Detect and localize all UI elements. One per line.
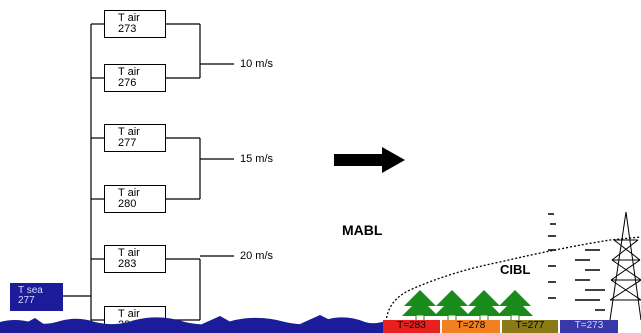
t-air-label: T air [118, 66, 140, 78]
t-air-label: T air [118, 126, 140, 138]
t-air-label: T air [118, 247, 140, 259]
t-air-value: 280 [118, 198, 137, 210]
wind-speed-label: 10 m/s [240, 58, 274, 70]
tree-icon [402, 290, 438, 322]
mabl-label: MABL [342, 222, 383, 238]
t-air-label: T air [118, 187, 140, 199]
cibl-boundary [385, 236, 641, 323]
wind-speed-label: 15 m/s [240, 153, 274, 165]
t-air-value: 277 [118, 137, 137, 149]
t-air-box: T air 273 [104, 10, 166, 38]
measurement-ticks [548, 213, 605, 311]
t-air-box: T air 277 [104, 124, 166, 152]
tree-icon [434, 290, 470, 322]
t-air-label: T air [118, 12, 140, 24]
land-temp-bar: T=278 [442, 320, 500, 333]
sea-waves [0, 315, 385, 333]
sea-temp-box: T sea 277 [10, 283, 63, 311]
t-air-box: T air 276 [104, 64, 166, 92]
flow-arrow-icon [334, 147, 405, 173]
t-air-value: 276 [118, 77, 137, 89]
tree-icons [402, 290, 533, 322]
wind-speed-label: 20 m/s [240, 250, 274, 262]
land-temp-bar: T=283 [383, 320, 440, 333]
t-air-value: 283 [118, 258, 137, 270]
land-temp-bar: T=273 [560, 320, 618, 333]
tree-icon [466, 290, 502, 322]
mast-tower-icon [609, 211, 641, 321]
t-air-value: 273 [118, 23, 137, 35]
tree-icon [497, 290, 533, 322]
sea-temp-label: T sea [18, 285, 43, 296]
cibl-label: CIBL [500, 262, 531, 277]
t-air-box: T air 283 [104, 245, 166, 273]
land-temp-bar: T=277 [502, 320, 558, 333]
t-air-box: T air 280 [104, 185, 166, 213]
t-air-label: T air [118, 308, 140, 320]
sea-temp-value: 277 [18, 295, 35, 306]
